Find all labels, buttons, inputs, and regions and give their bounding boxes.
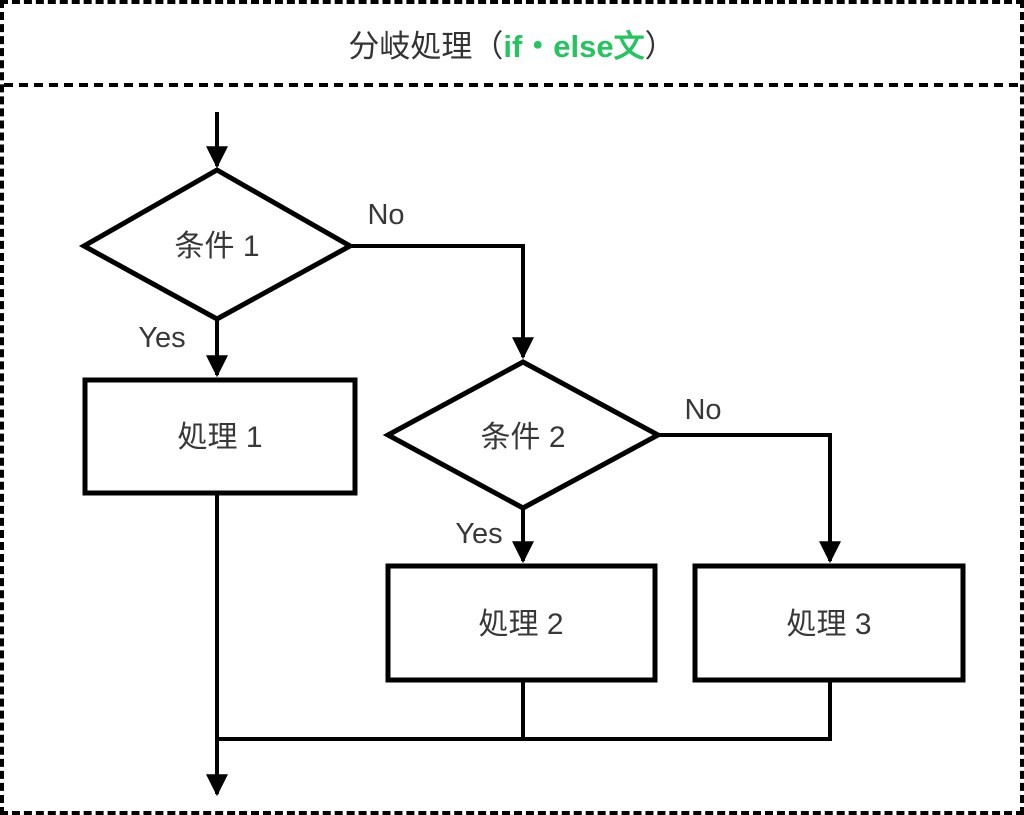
edge-condition2-no-arrow: [658, 433, 841, 564]
condition2-no-label: No: [684, 394, 721, 426]
title-suffix: ）: [645, 29, 676, 64]
decision-condition2-label: 条件 2: [480, 421, 565, 454]
decision-condition2: [382, 359, 664, 511]
process-box-3-label: 処理 3: [786, 608, 871, 641]
title-highlight: if・else文: [503, 29, 644, 64]
decision-condition1: [78, 167, 356, 322]
process-box-2-label: 処理 2: [478, 608, 563, 641]
title-prefix: 分岐処理（: [348, 29, 503, 64]
flowchart-canvas: 分岐処理（if・else文） 条件 1 条件 2 処理 1 処理 2 処理 3 …: [4, 29, 1020, 797]
process-box-2: [385, 563, 658, 683]
condition2-yes-label: Yes: [455, 518, 502, 550]
edge-condition1-no-arrow: [350, 244, 534, 360]
process-box-1-label: 処理 1: [177, 421, 262, 454]
decision-condition1-label: 条件 1: [174, 230, 259, 263]
process-box-3: [692, 563, 966, 683]
condition1-yes-label: Yes: [138, 322, 185, 354]
condition1-no-label: No: [367, 199, 404, 231]
process-box-1: [82, 377, 358, 496]
diagram-title: 分岐処理（if・else文）: [348, 29, 675, 64]
